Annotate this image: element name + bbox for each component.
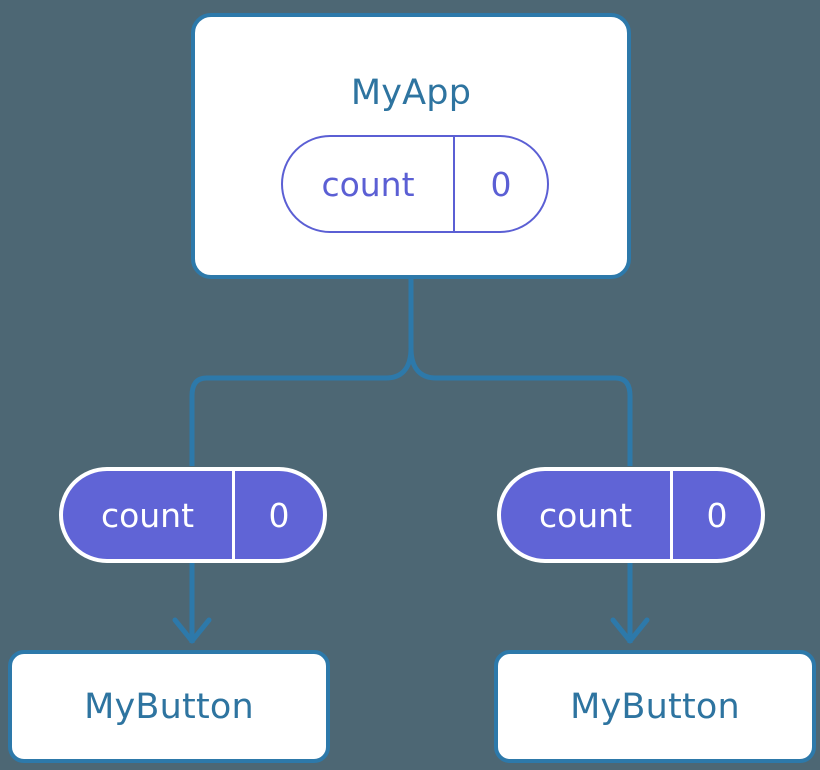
connector-branch-right: [408, 347, 633, 466]
state-pill-root[interactable]: count 0: [281, 135, 549, 233]
component-title-mybutton: MyButton: [84, 686, 254, 727]
component-title-myapp: MyApp: [350, 73, 472, 113]
state-key-label: count: [501, 471, 673, 559]
component-title-mybutton: MyButton: [570, 686, 740, 727]
state-key-label: count: [63, 471, 235, 559]
state-key-label: count: [283, 137, 455, 231]
component-node-mybutton-left[interactable]: MyButton: [8, 650, 330, 763]
connector-branch-left: [189, 347, 414, 466]
arrow-head-left-icon: [172, 617, 212, 644]
state-value-label: 0: [268, 495, 290, 535]
state-value-label: 0: [490, 164, 512, 204]
state-value-label: 0: [706, 495, 728, 535]
state-pill-child-right[interactable]: count 0: [497, 467, 765, 563]
arrow-head-right-icon: [610, 617, 650, 644]
state-pill-child-left[interactable]: count 0: [59, 467, 327, 563]
component-node-myapp[interactable]: MyApp count 0: [191, 13, 631, 279]
component-node-mybutton-right[interactable]: MyButton: [494, 650, 816, 763]
